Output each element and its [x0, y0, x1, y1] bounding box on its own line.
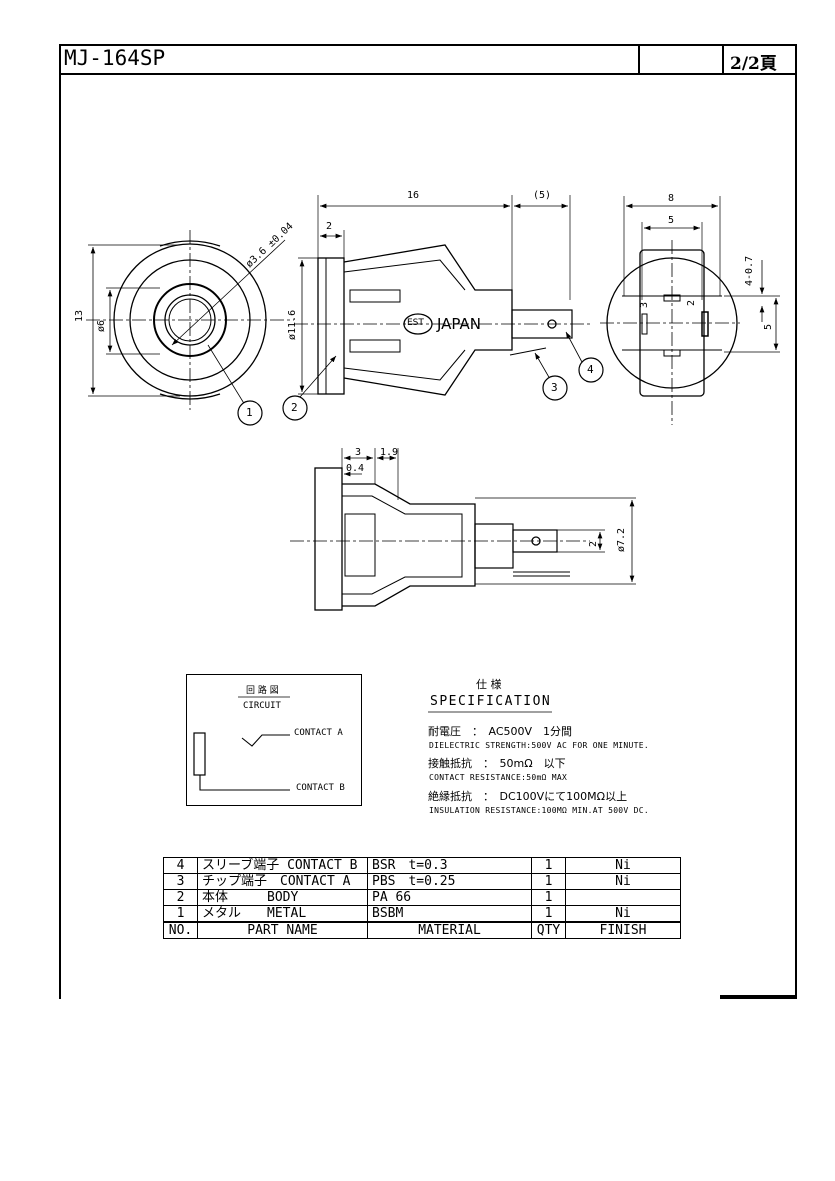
frame-right-border: [795, 44, 797, 999]
dim-terminal-width: 4-0.7: [744, 255, 755, 286]
bom-header-no: NO.: [163, 921, 198, 939]
bom-qty: 1: [531, 905, 566, 923]
dim-terminal-span: 5: [763, 323, 774, 330]
bom-header-material: MATERIAL: [367, 921, 532, 939]
balloon-label-3: 3: [551, 381, 558, 394]
bom-header-row: NO. PART NAME MATERIAL QTY FINISH: [163, 921, 681, 939]
terminal-label-2: 2: [686, 299, 697, 306]
bom-name-jp: メタル: [202, 905, 242, 921]
bom-no: 2: [163, 889, 198, 906]
bom-name-jp: スリーブ端子: [202, 857, 280, 873]
spec-title-en: SPECIFICATION: [430, 694, 552, 709]
bom-material: PBS t=0.25: [367, 873, 532, 890]
logo-text: EST: [407, 318, 424, 328]
bom-finish: Ni: [565, 873, 681, 890]
dim-side-thickness: 0.4: [346, 463, 365, 474]
dim-body-diameter: ø11.6: [287, 309, 298, 340]
circuit-schematic: [193, 696, 552, 791]
frame-bottom-mark: [720, 995, 797, 999]
dim-pin-length: (5): [533, 190, 552, 201]
section-view: [290, 448, 636, 611]
balloon-label-1: 1: [246, 406, 253, 419]
dim-width-inner: 5: [668, 215, 675, 226]
balloon-label-4: 4: [587, 363, 594, 376]
bom-no: 3: [163, 873, 198, 890]
dim-side-depth: 3: [355, 447, 362, 458]
rear-view: [600, 196, 780, 425]
dim-pin-offset: 2: [588, 540, 599, 547]
bom-name-en: CONTACT B: [287, 857, 358, 873]
dim-side-gap: 1.9: [380, 447, 399, 458]
spec-sub-insulation: INSULATION RESISTANCE:100MΩ MIN.AT 500V …: [429, 806, 650, 815]
contact-a-label: CONTACT A: [294, 728, 343, 738]
bom-row: 3 チップ端子 CONTACT A PBS t=0.25 1 Ni: [163, 873, 681, 890]
balloon-4: [578, 357, 604, 383]
bom-row: 4 スリーブ端子 CONTACT B BSR t=0.3 1 Ni: [163, 857, 681, 874]
circuit-box: [186, 674, 362, 806]
dim-height-outer: 13: [74, 309, 85, 322]
side-view: [294, 195, 590, 398]
part-balloons: [237, 357, 604, 426]
spec-line-insulation: 絶縁抵抗 ： DC100Vにて100MΩ以上: [428, 790, 628, 803]
bom-qty: 1: [531, 889, 566, 906]
bom-material: BSR t=0.3: [367, 857, 532, 874]
bom-row: 2 本体 BODY PA 66 1: [163, 889, 681, 906]
page-number: 2/2頁: [730, 54, 777, 74]
title-divider: [638, 44, 640, 75]
bom-material: PA 66: [367, 889, 532, 906]
frame-left-border: [59, 44, 61, 999]
bom-finish: Ni: [565, 857, 681, 874]
bom-row: 1 メタル METAL BSBM 1 Ni: [163, 905, 681, 923]
circuit-title-en: CIRCUIT: [243, 701, 281, 711]
bom-part-name: スリーブ端子 CONTACT B: [197, 857, 368, 874]
title-block: [59, 44, 797, 75]
balloon-label-2: 2: [291, 401, 298, 414]
bom-part-name: チップ端子 CONTACT A: [197, 873, 368, 890]
bom-header-qty: QTY: [531, 921, 566, 939]
bom-name-jp: 本体: [202, 889, 229, 905]
bom-header-name: PART NAME: [197, 921, 368, 939]
document-title: MJ-164SP: [64, 46, 166, 70]
balloon-1: [237, 400, 263, 426]
bom-part-name: メタル METAL: [197, 905, 368, 923]
spec-line-dielectric: 耐電圧 ： AC500V 1分間: [428, 725, 573, 738]
bom-name-en: BODY: [267, 889, 299, 905]
bom-no: 1: [163, 905, 198, 923]
dim-overall-length: 16: [407, 190, 420, 201]
circuit-title-jp: 回 路 図: [246, 686, 279, 696]
spec-sub-dielectric: DIELECTRIC STRENGTH:500V AC FOR ONE MINU…: [429, 741, 650, 750]
bom-qty: 1: [531, 873, 566, 890]
balloon-2: [282, 395, 308, 421]
bom-name-en: CONTACT A: [280, 873, 351, 889]
bom-qty: 1: [531, 857, 566, 874]
bom-no: 4: [163, 857, 198, 874]
spec-line-contact: 接触抵抗 ： 50mΩ 以下: [428, 757, 566, 770]
front-view: [86, 230, 294, 410]
balloon-3: [542, 375, 568, 401]
dim-side-diameter: ø7.2: [616, 527, 627, 552]
dim-flange: 2: [326, 221, 333, 232]
bom-material: BSBM: [367, 905, 532, 923]
bom-name-jp: チップ端子: [202, 873, 268, 889]
bom-header-finish: FINISH: [565, 921, 681, 939]
contact-b-label: CONTACT B: [296, 783, 345, 793]
bom-name-en: METAL: [267, 905, 307, 921]
dim-width-outer: 8: [668, 193, 675, 204]
terminal-label-3: 3: [639, 301, 650, 308]
bom-part-name: 本体 BODY: [197, 889, 368, 906]
spec-sub-contact: CONTACT RESISTANCE:50mΩ MAX: [429, 773, 568, 782]
bom-table: 4 スリーブ端子 CONTACT B BSR t=0.3 1 Ni 3 チップ端…: [163, 857, 681, 939]
dim-bore-diameter: ø6: [96, 319, 107, 332]
spec-title-jp: 仕 様: [476, 678, 502, 691]
title-divider: [722, 44, 724, 75]
side-text-japan: JAPAN: [437, 315, 481, 333]
bom-finish: [565, 889, 681, 906]
bom-finish: Ni: [565, 905, 681, 923]
